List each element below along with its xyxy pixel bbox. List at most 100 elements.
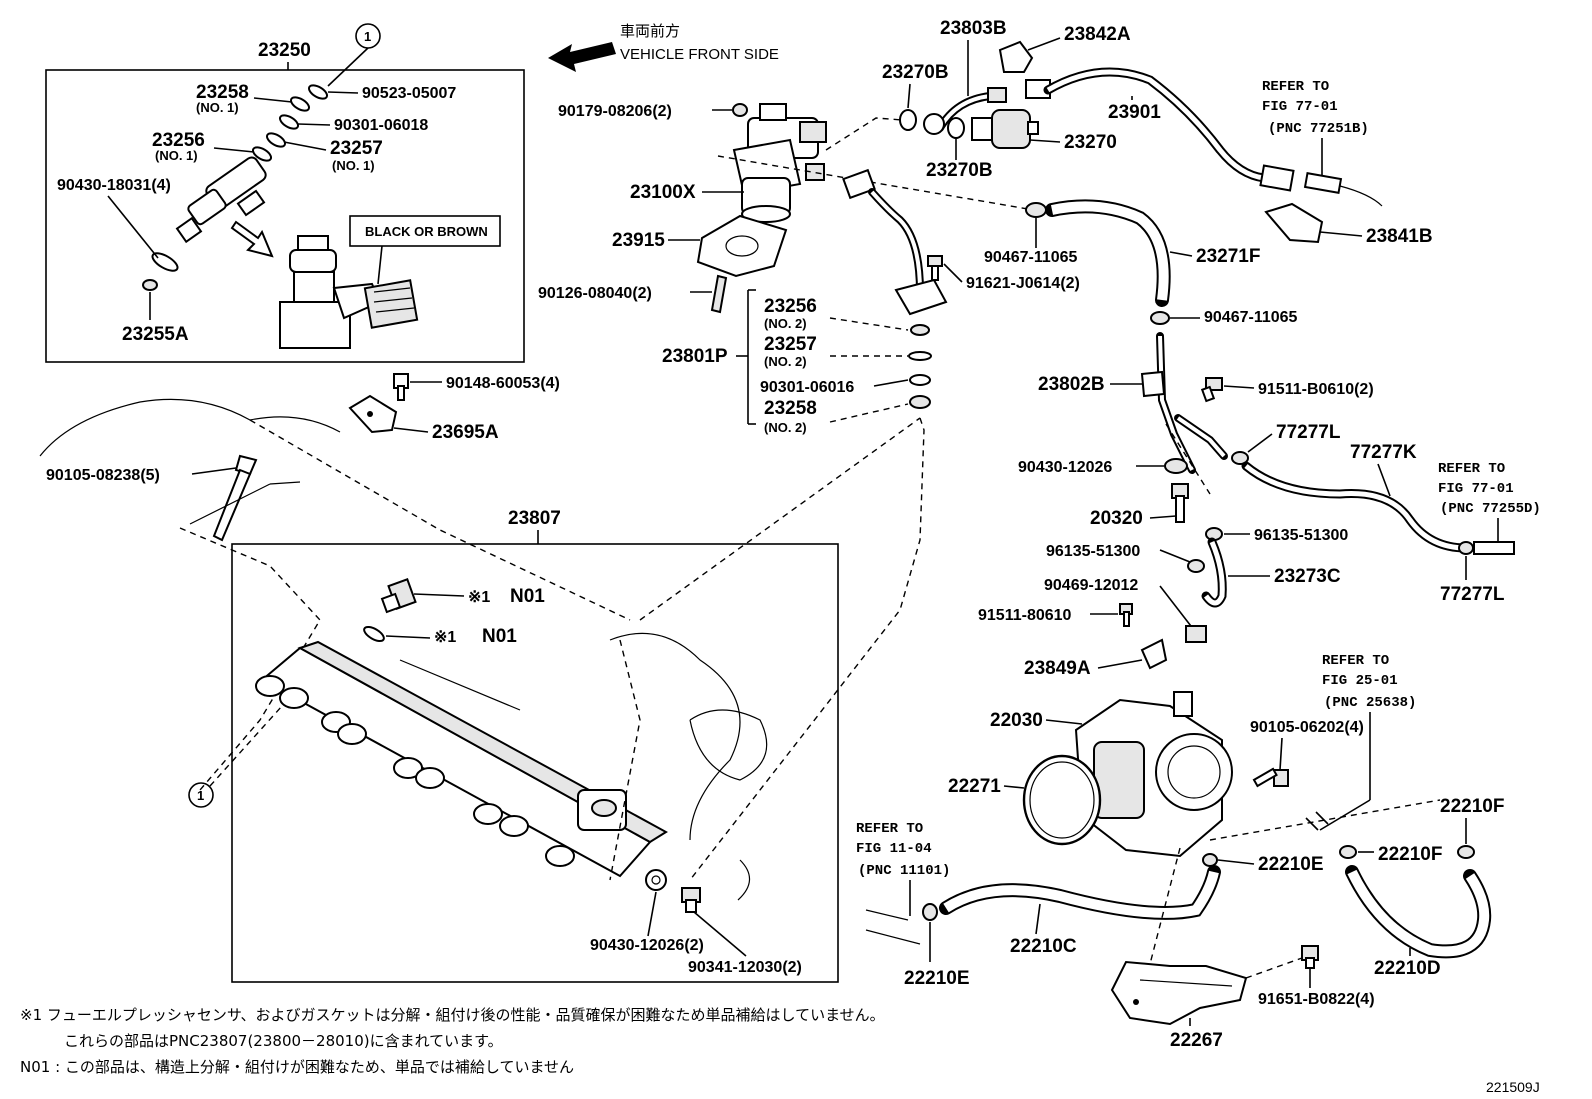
direction-en-label: VEHICLE FRONT SIDE [620,46,779,63]
pump-gasket-23915 [696,214,788,278]
label-91511-B0610: 91511-B0610(2) [1258,381,1374,398]
label-23270B-b: 23270B [926,160,993,181]
label-23841B: 23841B [1366,226,1433,247]
n01-code-a: N01 [510,586,545,607]
hose-end-77255D [1473,541,1515,555]
label-23256-no2: 23256 [764,296,817,317]
clamp-22210E-b [922,903,938,921]
hose-77277K [1241,461,1471,553]
label-20320: 20320 [1090,508,1143,529]
label-23271F: 23271F [1196,246,1260,267]
label-90341-12030: 90341-12030(2) [688,959,802,976]
label-23801P: 23801P [662,346,728,367]
label-23255A: 23255A [122,324,189,345]
union-bolt-90341 [681,887,701,913]
label-23270: 23270 [1064,132,1117,153]
label-22271: 22271 [948,776,1001,797]
detail-arrow-icon [230,220,274,258]
hose-22210C [939,865,1221,920]
fuel-pipe-23801P [842,168,948,316]
label-23256-no2-sub: (NO. 2) [764,316,807,331]
label-23901: 23901 [1108,102,1161,123]
clip-96135-b [1187,559,1205,573]
refer-1-pnc: (PNC 77251B) [1268,121,1369,137]
bracket-22267 [1110,960,1248,1026]
label-23258-no1-sub: (NO. 1) [196,100,239,115]
label-22210E-b: 22210E [904,968,970,989]
label-23802B: 23802B [1038,374,1105,395]
valve-20320 [1171,483,1189,523]
refer-2-title: REFER TO [1438,461,1505,477]
label-90105-06202: 90105-06202(4) [1250,719,1364,736]
label-23256-no1: 23256 [152,130,205,151]
gasket-90430-12026 [1164,458,1188,474]
label-90301-06018: 90301-06018 [334,117,428,134]
label-22210C: 22210C [1010,936,1077,957]
bolt-91511-b0610 [1200,377,1223,403]
label-22210E-a: 22210E [1258,854,1324,875]
label-90467-11065-a: 90467-11065 [984,249,1078,266]
refer-2-pnc: (PNC 77255D) [1440,501,1541,517]
label-23257-no2: 23257 [764,334,817,355]
footnote-line-1: ※1 フューエルプレッシャセンサ、およびガスケットは分解・組付け後の性能・品質確… [20,1006,885,1024]
gasket-90430-12026 [645,869,667,891]
delivery-pipe-box [231,543,839,983]
injector-detail [279,235,419,349]
callout-circle-bottom [188,782,214,808]
fuel-pressure-sensor [380,578,417,614]
sensor-gasket [363,626,385,642]
gasket-23270B-a [899,109,917,131]
clamp-90467-a [1025,202,1047,218]
fuel-delivery-rail [255,640,668,878]
label-90301-06016: 90301-06016 [760,379,854,396]
label-23257-no2-sub: (NO. 2) [764,354,807,369]
throttle-body-22030 [1074,691,1233,858]
clamp-90469 [1185,625,1207,643]
injector-seal-small [151,252,179,272]
label-90148-60053: 90148-60053(4) [446,375,560,392]
label-90430-12026-2: 90430-12026(2) [590,937,704,954]
refer-1-fig: FIG 77-01 [1262,99,1338,115]
vehicle-front-arrow-icon [548,42,616,72]
label-23257-no1: 23257 [330,138,383,159]
label-90430-12026: 90430-12026 [1018,459,1112,476]
refer-4-title: REFER TO [856,821,923,837]
label-23258-no1: 23258 [196,82,249,103]
injector-inset-box [45,69,525,363]
n01-mark-b: ※1 [434,629,456,646]
clamp-22210F-b [1457,845,1475,859]
footnote-line-2: これらの部品はPNC23807(23800－28010)に含まれています。 [64,1032,503,1050]
label-96135-51300-b: 96135-51300 [1046,543,1140,560]
label-23258-no2-sub: (NO. 2) [764,420,807,435]
seal-stack-no2 [908,324,932,409]
bolt-91511-80610 [1119,603,1133,627]
pipe-23802B [1140,332,1228,474]
stud-90126 [710,274,728,314]
hose-23273C [1201,537,1227,608]
label-90523-05007: 90523-05007 [362,85,456,102]
label-96135-51300-a: 96135-51300 [1254,527,1348,544]
bolt-91651 [1301,945,1319,969]
high-pressure-pump [732,103,827,223]
label-23842A: 23842A [1064,24,1131,45]
clamp-22210F-a [1339,845,1357,859]
gasket-23270B-b [947,117,965,139]
nut-90179 [732,103,748,117]
label-91621-J0614: 91621-J0614(2) [966,275,1080,292]
bolt-91621 [927,255,943,281]
injector-part [175,156,267,244]
hose-22210D [1345,865,1492,959]
clamp-77277L-b [1458,541,1474,555]
n01-mark-a: ※1 [468,589,490,606]
callout-circle-top-label: 1 [364,29,371,44]
clip-23842A [998,40,1034,73]
label-23256-no1-sub: (NO. 1) [155,148,198,163]
connector-note-box [349,215,501,247]
label-90469-12012: 90469-12012 [1044,577,1138,594]
label-77277K: 77277K [1350,442,1417,463]
label-90467-11065-b: 90467-11065 [1204,309,1298,326]
label-22210D: 22210D [1374,958,1441,979]
clamp-22210E-a [1202,853,1218,867]
figure-code: 221509J [1486,1079,1540,1095]
